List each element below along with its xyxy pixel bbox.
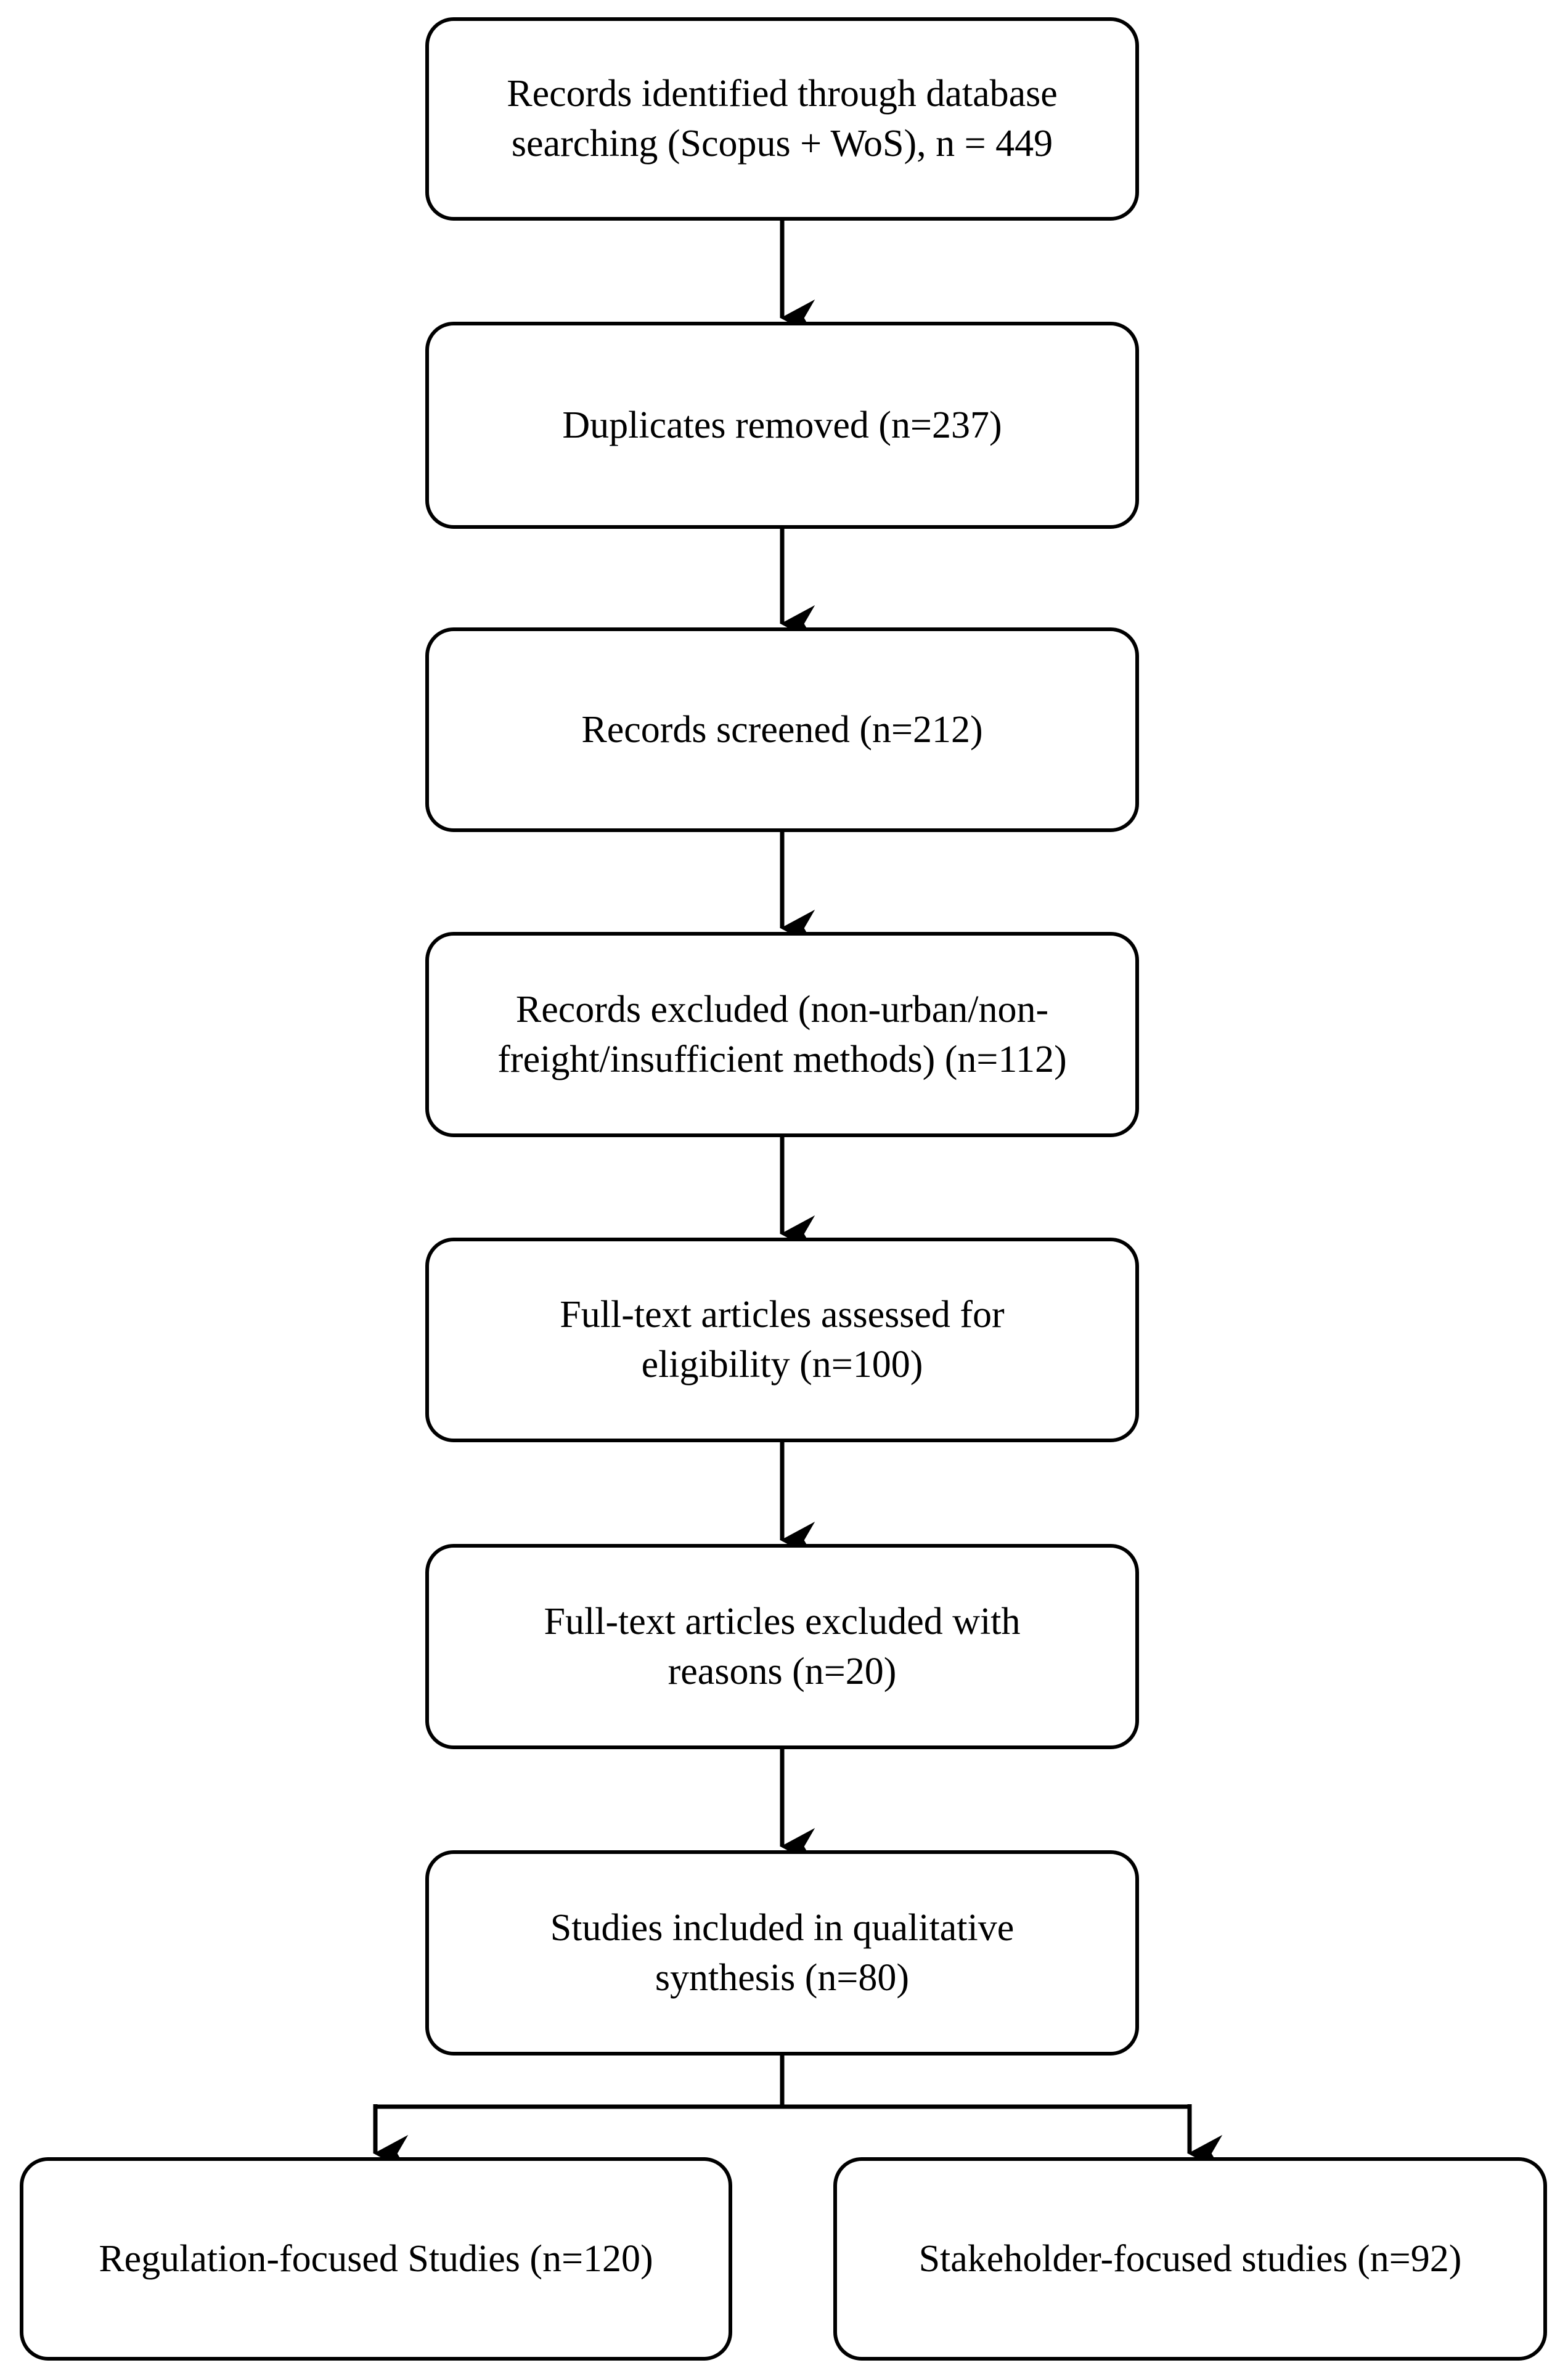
node-studies-included-label: Studies included in qualitative synthesi… [550, 1906, 1015, 1999]
node-studies-included: Studies included in qualitative synthesi… [425, 1850, 1139, 2056]
node-records-identified: Records identified through database sear… [425, 17, 1139, 221]
node-full-text-excluded-label: Full-text articles excluded with reasons… [544, 1600, 1021, 1692]
node-regulation-focused: Regulation-focused Studies (n=120) [20, 2157, 732, 2361]
node-full-text-assessed: Full-text articles assessed for eligibil… [425, 1238, 1139, 1442]
node-records-identified-label: Records identified through database sear… [507, 73, 1058, 165]
node-regulation-focused-label: Regulation-focused Studies (n=120) [99, 2237, 653, 2280]
node-records-excluded: Records excluded (non-urban/non- freight… [425, 932, 1139, 1137]
node-stakeholder-focused: Stakeholder-focused studies (n=92) [833, 2157, 1547, 2361]
node-stakeholder-focused-label: Stakeholder-focused studies (n=92) [918, 2237, 1462, 2280]
node-full-text-excluded: Full-text articles excluded with reasons… [425, 1544, 1139, 1749]
node-records-screened: Records screened (n=212) [425, 627, 1139, 832]
node-duplicates-removed-label: Duplicates removed (n=237) [562, 404, 1002, 446]
node-records-screened-label: Records screened (n=212) [581, 708, 983, 751]
node-records-excluded-label: Records excluded (non-urban/non- freight… [497, 988, 1067, 1080]
node-full-text-assessed-label: Full-text articles assessed for eligibil… [560, 1294, 1005, 1386]
node-duplicates-removed: Duplicates removed (n=237) [425, 322, 1139, 529]
